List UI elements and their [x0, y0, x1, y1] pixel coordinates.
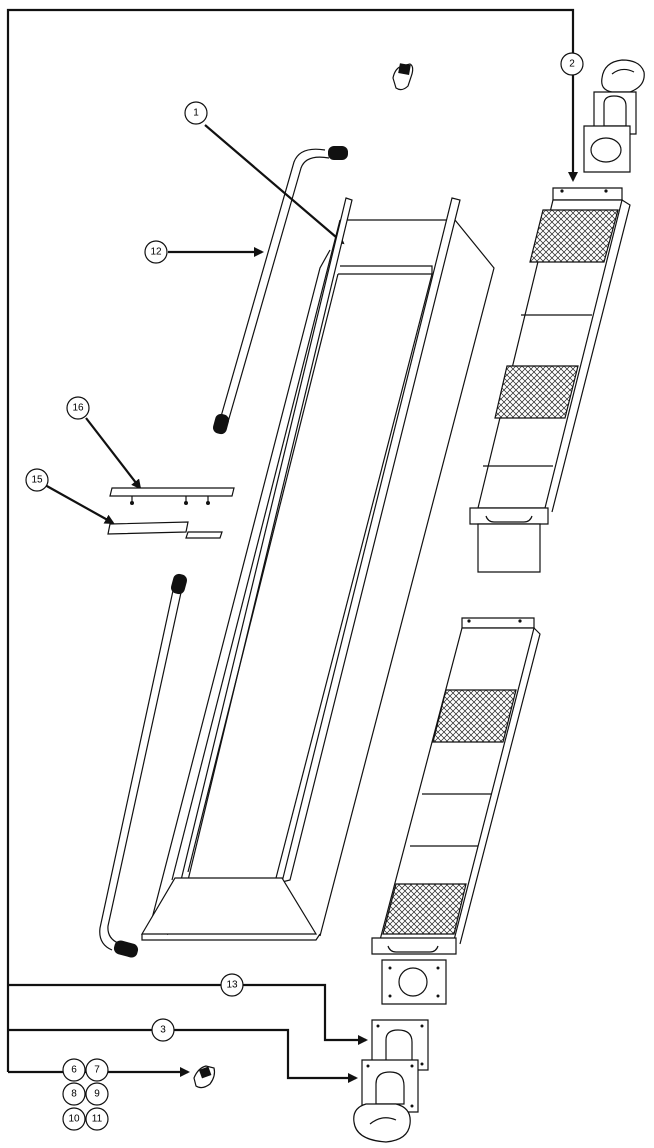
callout-7-label: 7 [94, 1065, 100, 1076]
leader-lines [6, 8, 578, 1083]
callout-9-label: 9 [94, 1089, 100, 1100]
callout-11-label: 11 [92, 1114, 103, 1125]
main-trough-housing [140, 197, 495, 941]
leader-callout-1 [204, 124, 345, 245]
callout-1: 1 [184, 101, 208, 125]
callout-7: 7 [85, 1058, 109, 1082]
callout-15-label: 15 [31, 475, 43, 486]
mounting-bracket-16 [109, 487, 235, 505]
leader-callout-16 [85, 417, 142, 490]
callout-3-label: 3 [160, 1025, 166, 1036]
small-fitting-top [392, 63, 414, 91]
callout-10: 10 [62, 1107, 86, 1131]
callout-16: 16 [66, 396, 90, 420]
filter-cartridge-upper [469, 187, 631, 573]
callout-12-label: 12 [150, 247, 162, 258]
end-cap-assembly-top [583, 59, 645, 173]
callout-2: 2 [560, 52, 584, 76]
callout-9: 9 [85, 1082, 109, 1106]
tube-rod-bottom [99, 573, 188, 958]
leader-callout-2 [6, 8, 578, 1072]
callout-13-label: 13 [226, 980, 238, 991]
callout-8: 8 [62, 1082, 86, 1106]
leader-callout-15 [44, 484, 115, 524]
small-fitting-bottom [193, 1065, 216, 1089]
callout-10-label: 10 [68, 1114, 80, 1125]
callout-6: 6 [62, 1058, 86, 1082]
callout-bubbles: 1 2 3 6 7 8 9 10 [25, 52, 584, 1131]
callout-12: 12 [144, 240, 168, 264]
callout-6-label: 6 [71, 1065, 77, 1076]
leader-callout-13 [8, 983, 368, 1045]
gasket-strip-15 [107, 521, 223, 539]
callout-16-label: 16 [72, 403, 84, 414]
callout-8-label: 8 [71, 1089, 77, 1100]
end-cap-assembly-bottom [353, 1019, 429, 1143]
callout-11: 11 [85, 1107, 109, 1131]
callout-13: 13 [220, 973, 244, 997]
tube-rod-12 [212, 146, 348, 435]
filter-cartridge-lower [371, 617, 541, 1005]
callout-15: 15 [25, 468, 49, 492]
callout-3: 3 [151, 1018, 175, 1042]
leader-callout-3 [8, 1028, 358, 1083]
callout-1-label: 1 [193, 108, 199, 119]
callout-2-label: 2 [569, 59, 575, 70]
